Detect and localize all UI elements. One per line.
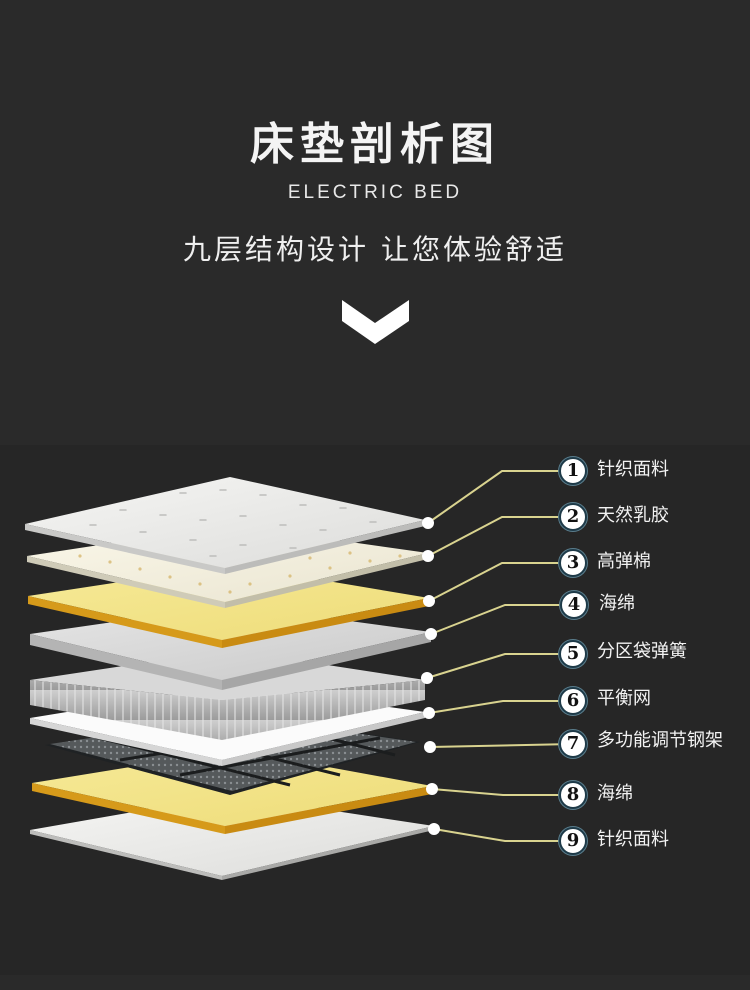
layer-label-6: 平衡网 bbox=[597, 688, 651, 709]
leader-lines bbox=[426, 470, 574, 842]
layer-label-5: 分区袋弹簧 bbox=[597, 641, 687, 662]
number-badge-6: 6 bbox=[559, 687, 587, 715]
number-badge-2: 2 bbox=[559, 503, 587, 531]
page-title: 床垫剖析图 bbox=[250, 119, 500, 170]
number-badge-8: 8 bbox=[559, 781, 587, 809]
tagline: 九层结构设计 让您体验舒适 bbox=[183, 233, 567, 266]
layer-label-8: 海绵 bbox=[597, 783, 633, 804]
chevron-down-icon bbox=[342, 300, 409, 344]
layer-label-3: 高弹棉 bbox=[597, 551, 651, 572]
layer-1-knit-fabric bbox=[25, 477, 425, 574]
number-badge-3: 3 bbox=[559, 549, 587, 577]
anchor-dots bbox=[421, 517, 440, 835]
layer-label-2: 天然乳胶 bbox=[597, 505, 669, 526]
number-badge-4: 4 bbox=[560, 591, 588, 619]
layer-label-7: 多功能调节钢架 bbox=[597, 730, 723, 751]
layer-5-pocket-springs bbox=[30, 650, 425, 740]
english-subtitle: ELECTRIC BED bbox=[287, 182, 463, 203]
number-badge-9: 9 bbox=[559, 827, 587, 855]
layer-label-9: 针织面料 bbox=[597, 829, 669, 850]
number-badge-7: 7 bbox=[559, 730, 587, 758]
number-badge-5: 5 bbox=[559, 640, 587, 668]
number-badge-1: 1 bbox=[559, 457, 587, 485]
layer-label-1: 针织面料 bbox=[597, 459, 669, 480]
layer-9-knit-fabric bbox=[30, 795, 434, 880]
layer-label-4: 海绵 bbox=[599, 593, 635, 614]
